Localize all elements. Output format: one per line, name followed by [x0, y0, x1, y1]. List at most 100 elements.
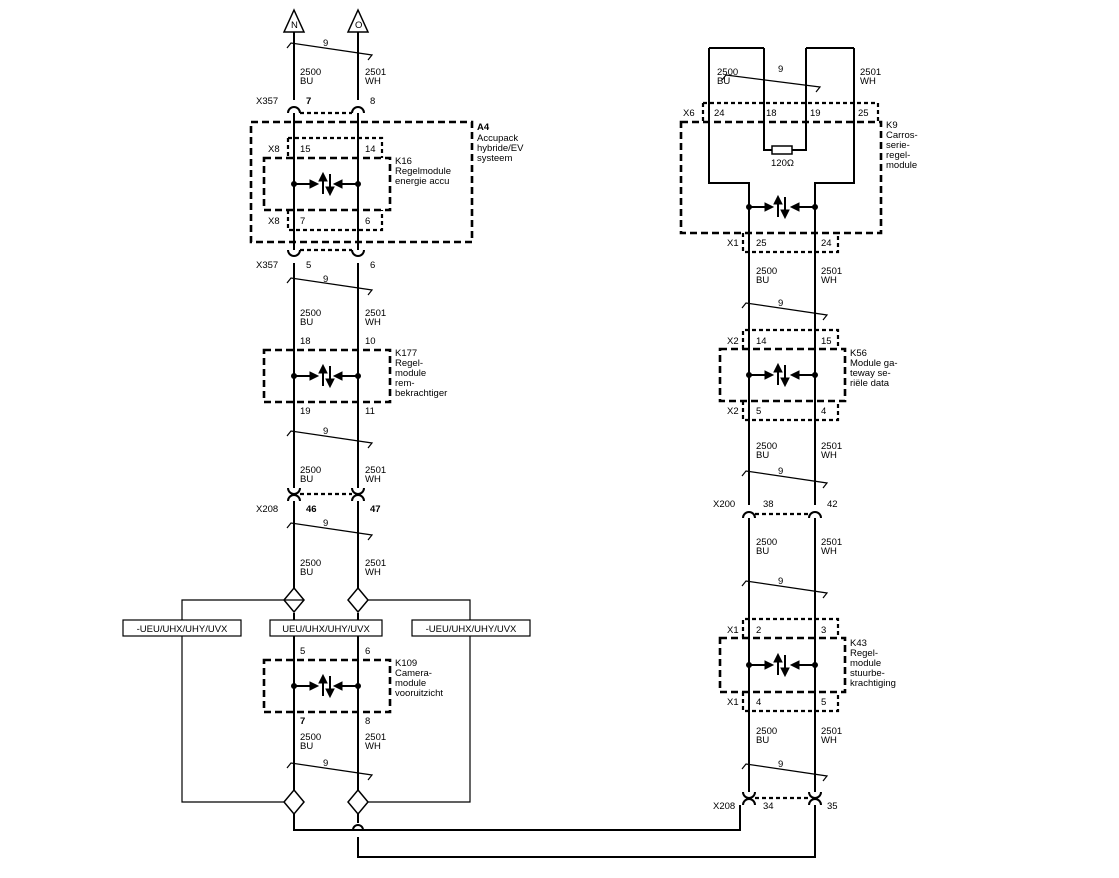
- wire-labels-left: 2500 BU 2501 WH 2500 BU 2501 WH 2500 BU …: [300, 67, 386, 752]
- svg-text:6: 6: [365, 216, 370, 227]
- connector-x208-left: X208 46 47: [256, 487, 381, 515]
- svg-text:krachtiging: krachtiging: [850, 678, 896, 689]
- svg-text:X208: X208: [713, 801, 735, 812]
- svg-text:BU: BU: [756, 275, 769, 286]
- svg-text:WH: WH: [821, 275, 837, 286]
- svg-text:5: 5: [306, 260, 311, 271]
- connector-x357-bottom: X357 5 6: [256, 248, 375, 271]
- svg-text:8: 8: [370, 96, 375, 107]
- svg-text:24: 24: [821, 238, 832, 249]
- svg-text:5: 5: [300, 646, 305, 657]
- svg-text:2501: 2501: [821, 441, 842, 452]
- svg-text:2501: 2501: [365, 308, 386, 319]
- svg-text:2500: 2500: [300, 67, 321, 78]
- svg-text:hybride/EV: hybride/EV: [477, 143, 524, 154]
- module-a4: A4 Accupack hybride/EV systeem: [249, 120, 524, 244]
- svg-text:module: module: [395, 678, 426, 689]
- svg-text:UEU/UHX/UHY/UVX: UEU/UHX/UHY/UVX: [282, 624, 370, 635]
- svg-text:K9: K9: [886, 120, 898, 131]
- svg-text:35: 35: [827, 801, 838, 812]
- svg-text:stuurbe-: stuurbe-: [850, 668, 885, 679]
- svg-text:X8: X8: [268, 144, 280, 155]
- bus-arrows-k56: [746, 362, 818, 388]
- terminal-o: O: [346, 8, 370, 33]
- connector-x200: X200 38 42: [713, 499, 838, 519]
- svg-text:WH: WH: [821, 546, 837, 557]
- svg-text:energie accu: energie accu: [395, 176, 449, 187]
- terminating-resistor: 120Ω: [763, 140, 807, 169]
- svg-text:BU: BU: [717, 76, 730, 87]
- svg-text:2501: 2501: [860, 67, 881, 78]
- svg-text:14: 14: [365, 144, 376, 155]
- svg-text:18: 18: [300, 336, 311, 347]
- svg-text:7: 7: [300, 216, 305, 227]
- svg-text:9: 9: [778, 64, 783, 75]
- connector-x357-top: X357 7 8: [256, 96, 375, 115]
- option-label-center: UEU/UHX/UHY/UVX: [269, 619, 383, 637]
- svg-text:BU: BU: [756, 546, 769, 557]
- svg-text:2500: 2500: [300, 732, 321, 743]
- wire-labels-right: 2500 BU 2501 WH 2500 BU 2501 WH 2500 BU …: [717, 67, 881, 746]
- svg-text:2501: 2501: [365, 465, 386, 476]
- svg-text:2500: 2500: [756, 726, 777, 737]
- svg-text:2501: 2501: [365, 732, 386, 743]
- svg-text:46: 46: [306, 504, 317, 515]
- svg-text:X1: X1: [727, 625, 739, 636]
- svg-text:14: 14: [756, 336, 767, 347]
- splice-bottom: [181, 636, 471, 816]
- svg-text:bekrachtiger: bekrachtiger: [395, 388, 447, 399]
- svg-text:2500: 2500: [756, 441, 777, 452]
- svg-text:4: 4: [756, 697, 761, 708]
- svg-text:module: module: [395, 368, 426, 379]
- twist-marks-left: 9 9 9 9 9: [286, 38, 374, 781]
- svg-text:25: 25: [858, 108, 869, 119]
- svg-text:K56: K56: [850, 348, 867, 359]
- module-k43: X1 2 3 X1 4 5 K43 Regel- module stuurbe-…: [718, 617, 896, 713]
- bus-arrows-k109: [291, 673, 361, 699]
- svg-text:X2: X2: [727, 336, 739, 347]
- svg-text:X357: X357: [256, 260, 278, 271]
- svg-text:Regelmodule: Regelmodule: [395, 166, 451, 177]
- svg-text:WH: WH: [860, 76, 876, 87]
- option-label-right: -UEU/UHX/UHY/UVX: [411, 619, 531, 637]
- twist-marks-right: 9 9 9 9 9: [721, 64, 829, 782]
- svg-text:25: 25: [756, 238, 767, 249]
- svg-text:10: 10: [365, 336, 376, 347]
- svg-text:N: N: [291, 20, 298, 31]
- svg-text:15: 15: [300, 144, 311, 155]
- svg-text:WH: WH: [821, 450, 837, 461]
- svg-text:2500: 2500: [756, 266, 777, 277]
- svg-text:38: 38: [763, 499, 774, 510]
- svg-text:42: 42: [827, 499, 838, 510]
- option-label-left: -UEU/UHX/UHY/UVX: [122, 619, 242, 637]
- svg-text:5: 5: [821, 697, 826, 708]
- svg-text:9: 9: [778, 576, 783, 587]
- svg-text:-UEU/UHX/UHY/UVX: -UEU/UHX/UHY/UVX: [137, 624, 228, 635]
- svg-text:47: 47: [370, 504, 381, 515]
- bus-arrows-k9: [746, 194, 818, 220]
- svg-text:BU: BU: [756, 450, 769, 461]
- svg-text:2501: 2501: [821, 266, 842, 277]
- svg-text:X200: X200: [713, 499, 735, 510]
- svg-text:9: 9: [323, 426, 328, 437]
- svg-text:WH: WH: [365, 741, 381, 752]
- left-wh-wire: [352, 32, 816, 858]
- bus-arrows-k16: [291, 171, 361, 197]
- svg-text:9: 9: [323, 38, 328, 49]
- connector-x208-right: X208 34 35: [713, 791, 838, 812]
- terminal-n: N: [282, 8, 306, 33]
- svg-text:9: 9: [778, 466, 783, 477]
- svg-text:5: 5: [756, 406, 761, 417]
- splice-top: [181, 586, 471, 620]
- svg-text:module: module: [886, 160, 917, 171]
- svg-text:19: 19: [810, 108, 821, 119]
- svg-text:systeem: systeem: [477, 153, 512, 164]
- svg-text:2500: 2500: [300, 558, 321, 569]
- svg-text:BU: BU: [300, 567, 313, 578]
- svg-text:Carros-: Carros-: [886, 130, 918, 141]
- svg-text:19: 19: [300, 406, 311, 417]
- svg-text:serie-: serie-: [886, 140, 910, 151]
- svg-text:9: 9: [323, 518, 328, 529]
- svg-text:9: 9: [778, 298, 783, 309]
